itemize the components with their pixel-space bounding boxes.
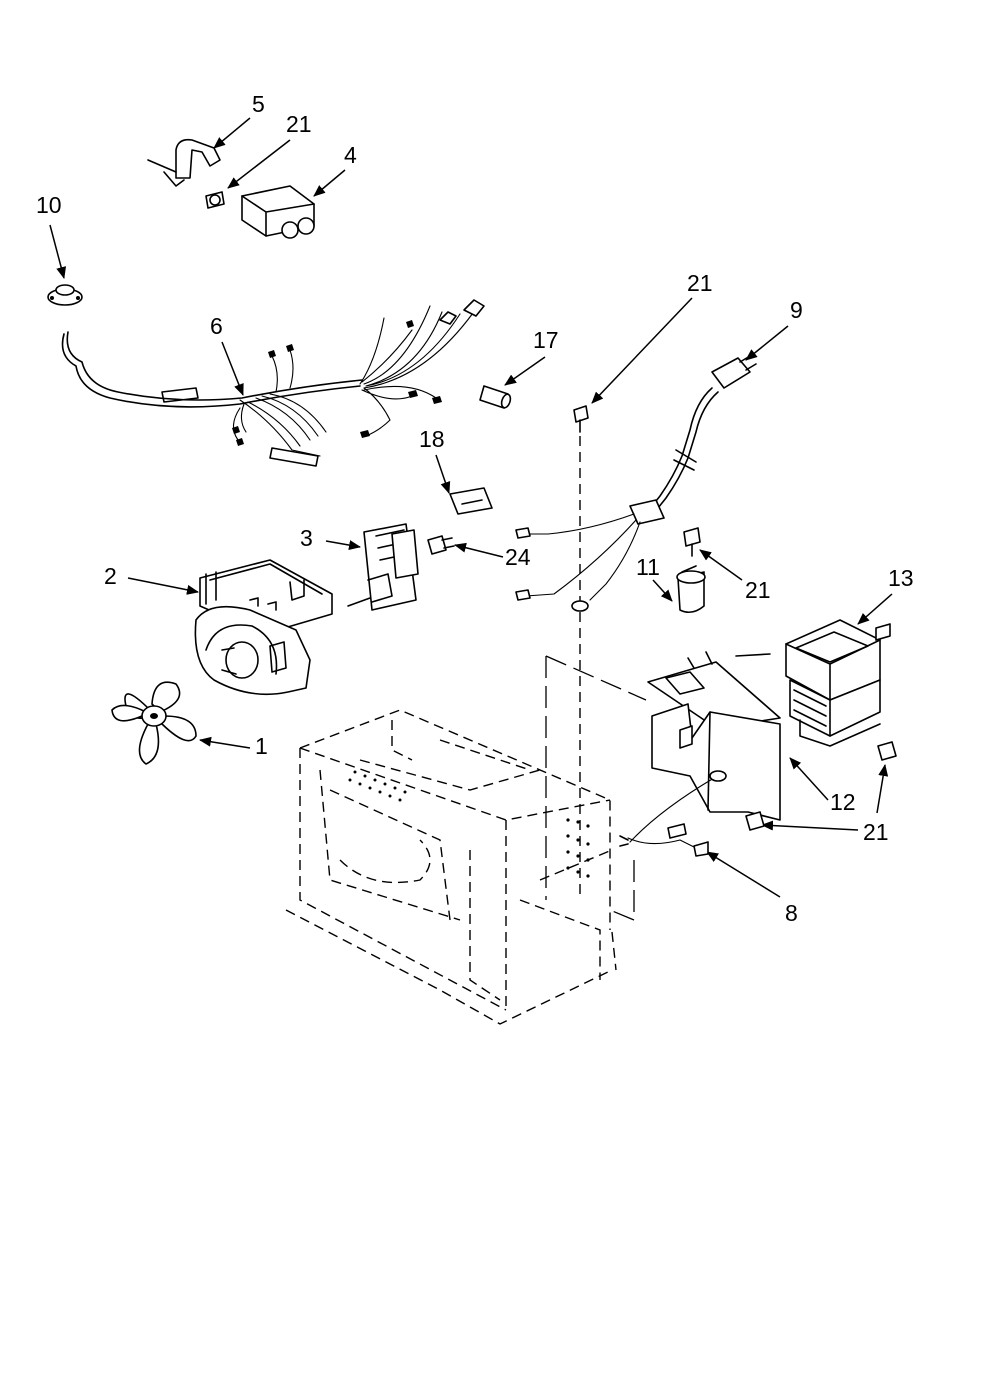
- callout-9: 9: [790, 297, 803, 323]
- component-part-11: [676, 565, 706, 614]
- callout-2: 2: [104, 563, 117, 589]
- vent-dots-left: [348, 770, 407, 802]
- callout-3: 3: [300, 525, 313, 551]
- vent-dots-right: [566, 818, 590, 878]
- microwave-chassis-outline: [285, 655, 647, 1025]
- fuse-part-17: [479, 385, 512, 409]
- switch-assembly-part-3: [347, 523, 419, 611]
- ground-wire-part-8: [619, 770, 727, 857]
- callout-24: 24: [505, 544, 531, 570]
- callout-21-top-left: 21: [286, 111, 312, 137]
- callout-12: 12: [830, 789, 856, 815]
- power-cord-part-9: [515, 355, 757, 612]
- capacitor-bracket-part-5: [147, 138, 221, 187]
- capacitor-part-4: [241, 185, 315, 239]
- callout-8: 8: [785, 900, 798, 926]
- callout-labels: 5 21 4 10 6 21 9 17 18 3 24 2 11 21 13 1…: [36, 91, 914, 926]
- callout-18: 18: [419, 426, 445, 452]
- screw-part-24: [427, 535, 455, 555]
- waveguide-part-12: [647, 651, 781, 821]
- screw-21-top-left: [205, 191, 225, 209]
- callout-1: 1: [255, 733, 268, 759]
- callout-11: 11: [636, 554, 660, 580]
- fan-blade-part-1: [111, 681, 197, 765]
- fan-housing-part-2: [194, 559, 333, 696]
- callout-21-bottom-right: 21: [863, 819, 889, 845]
- callout-10: 10: [36, 192, 62, 218]
- magnetron-part-13: [785, 619, 891, 747]
- screw-21-mid-right: [683, 527, 701, 557]
- wire-harness-part-6: [61, 299, 485, 467]
- callout-4: 4: [344, 142, 357, 168]
- leader-arrows: [49, 117, 893, 898]
- callout-21-mid-right: 21: [745, 577, 771, 603]
- screw-21-top-right: [573, 405, 589, 433]
- callout-5: 5: [252, 91, 265, 117]
- thermal-cutout-part-10: [47, 284, 83, 306]
- insulator-part-18: [449, 487, 493, 515]
- callout-6: 6: [210, 313, 223, 339]
- callout-21-top-right: 21: [687, 270, 713, 296]
- screw-21-bottom-right: [745, 741, 897, 831]
- callout-17: 17: [533, 327, 559, 353]
- callout-13: 13: [888, 565, 914, 591]
